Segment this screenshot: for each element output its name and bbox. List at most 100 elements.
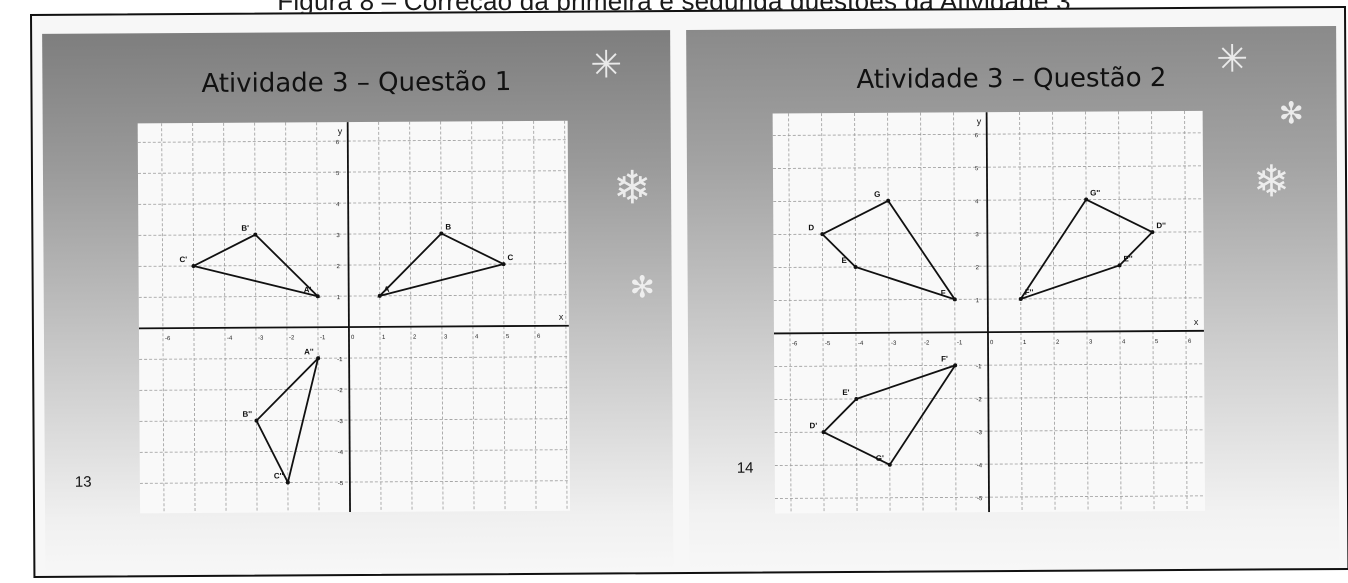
vertex-label: E' <box>842 388 849 397</box>
vertex-point <box>821 430 826 435</box>
grid-line <box>953 112 957 513</box>
vertex-label: F'' <box>1025 288 1034 297</box>
grid-line <box>139 480 570 484</box>
cartesian-plane: xy-6-5-4-3-2-101234567654321-1-2-3-4-5DG… <box>772 110 1225 514</box>
grid-line <box>139 449 570 453</box>
vertex-point <box>952 297 957 302</box>
grid-line <box>1184 110 1188 511</box>
y-tick-label: 2 <box>976 265 980 271</box>
vertex-label: B' <box>241 224 249 233</box>
coordinate-grid: xy-8-6-4-3-2-10123456654321-1-2-3-4-5ABC… <box>103 120 571 514</box>
y-tick-label: -4 <box>977 463 983 469</box>
y-tick-label: 2 <box>337 264 341 270</box>
grid-line <box>533 120 537 511</box>
x-tick-label: -4 <box>858 341 864 347</box>
vertex-label: G'' <box>1090 188 1100 197</box>
x-tick-label: 5 <box>506 334 510 340</box>
x-tick-label: 4 <box>1122 339 1126 345</box>
x-tick-label: -6 <box>165 336 171 342</box>
vertex-point <box>1018 296 1023 301</box>
x-tick-label: -5 <box>825 341 831 347</box>
x-tick-label: 3 <box>1089 340 1093 346</box>
y-tick-label: 3 <box>336 233 340 239</box>
vertex-label: D <box>808 223 814 232</box>
x-tick-label: -4 <box>227 336 233 342</box>
y-tick-label: 4 <box>336 202 340 208</box>
grid-line <box>139 418 570 422</box>
y-tick-label: -2 <box>976 397 982 403</box>
y-axis-label: y <box>977 116 982 126</box>
figure-frame: ✳ ❄ ✻ Atividade 3 – Questão 1 xy-8-6-4-3… <box>30 5 1348 578</box>
grid-line <box>192 123 196 514</box>
vertex-label: B'' <box>242 410 252 419</box>
x-tick-label: 5 <box>1155 339 1159 345</box>
slide-questao-1: ✳ ❄ ✻ Atividade 3 – Questão 1 xy-8-6-4-3… <box>42 30 674 574</box>
grid-line <box>854 112 858 513</box>
grid-line <box>1151 111 1155 512</box>
grid-line <box>378 121 382 512</box>
grid-line <box>161 123 165 514</box>
y-tick-label: -4 <box>338 450 344 456</box>
grid-line <box>1052 111 1056 512</box>
y-tick-label: 1 <box>337 295 341 301</box>
grid-line <box>774 429 1205 433</box>
vertex-point <box>1084 197 1089 202</box>
grid-line <box>773 198 1204 202</box>
vertex-label: D'' <box>1156 221 1166 230</box>
vertex-label: C <box>507 253 513 262</box>
y-tick-label: 5 <box>336 171 340 177</box>
x-axis <box>138 324 569 330</box>
grid-line <box>774 495 1205 499</box>
x-tick-label: -3 <box>258 336 264 342</box>
vertex-label: A <box>384 285 390 294</box>
grid-line <box>774 396 1205 400</box>
x-tick-label: 0 <box>990 340 994 346</box>
vertex-label: A' <box>304 285 312 294</box>
x-tick-label: -2 <box>924 341 930 347</box>
vertex-point <box>1150 230 1155 235</box>
x-tick-label: 1 <box>1023 340 1027 346</box>
vertex-label: F <box>941 288 946 297</box>
y-tick-label: -3 <box>337 419 343 425</box>
grid-line <box>471 121 475 512</box>
y-tick-label: -5 <box>338 481 344 487</box>
grid-line <box>254 122 258 513</box>
y-tick-label: 3 <box>975 232 979 238</box>
grid-line <box>1085 111 1089 512</box>
x-tick-label: 4 <box>475 334 479 340</box>
y-axis <box>346 122 351 513</box>
x-tick-label: -2 <box>289 335 295 341</box>
y-tick-label: 6 <box>975 133 979 139</box>
x-axis <box>773 329 1204 335</box>
x-tick-label: 6 <box>1188 339 1192 345</box>
vertex-label: C'' <box>274 471 284 480</box>
x-tick-label: -6 <box>792 341 798 347</box>
slide-number: 13 <box>74 473 92 491</box>
snowflake-icon: ✻ <box>1278 97 1304 131</box>
vertex-label: C' <box>179 255 187 264</box>
slide-number: 14 <box>736 459 754 477</box>
grid-line <box>138 294 569 298</box>
grid-line <box>138 263 569 267</box>
vertex-point <box>191 264 196 269</box>
x-axis-label: x <box>1194 317 1199 327</box>
grid-line <box>788 113 792 514</box>
vertex-point <box>854 396 859 401</box>
grid-line <box>316 122 320 513</box>
x-tick-label: -3 <box>891 341 897 347</box>
polygon-shape <box>190 233 321 298</box>
grid-line <box>773 297 1204 301</box>
grid-line <box>440 121 444 512</box>
grid-line <box>821 113 825 514</box>
y-tick-label: 5 <box>975 166 979 172</box>
x-tick-label: 1 <box>382 335 386 341</box>
grid-line <box>887 112 891 513</box>
vertex-point <box>953 363 958 368</box>
x-tick-label: 3 <box>444 334 448 340</box>
y-tick-label: -3 <box>977 430 983 436</box>
grid-line <box>773 264 1204 268</box>
vertex-point <box>1117 263 1122 268</box>
x-tick-label: 6 <box>537 334 541 340</box>
grid-line <box>139 387 570 391</box>
